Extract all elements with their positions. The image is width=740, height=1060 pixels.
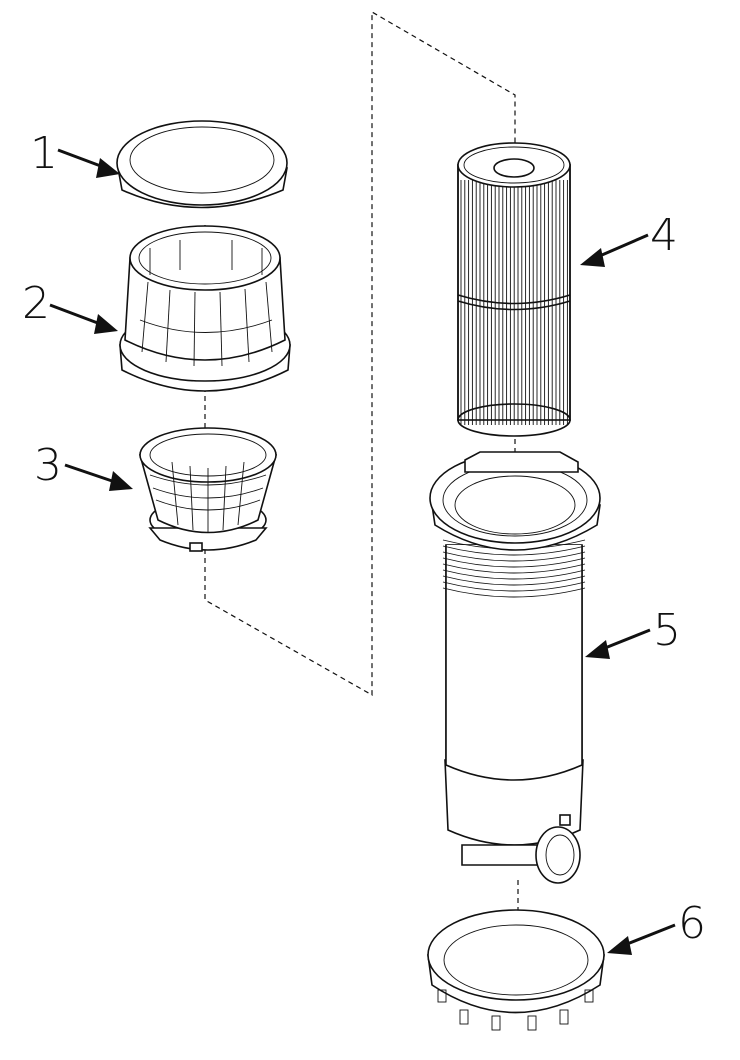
callout-6: 6: [678, 898, 706, 949]
part-3-basket: [138, 427, 278, 552]
part-6-ring: [427, 909, 605, 1031]
callout-2: 2: [22, 278, 50, 329]
callout-labels: 1 2 3 4 5 6: [22, 128, 706, 949]
part-2-cage: [119, 225, 291, 392]
assembly-path: [204, 10, 519, 985]
callout-arrows: [49, 148, 676, 955]
callout-4: 4: [650, 210, 678, 261]
part-5-housing: [429, 451, 601, 884]
callout-3: 3: [34, 440, 62, 491]
callout-5: 5: [653, 605, 681, 656]
callout-1: 1: [30, 128, 58, 179]
part-4-cartridge: [457, 142, 571, 437]
part-1-lid: [116, 120, 288, 209]
